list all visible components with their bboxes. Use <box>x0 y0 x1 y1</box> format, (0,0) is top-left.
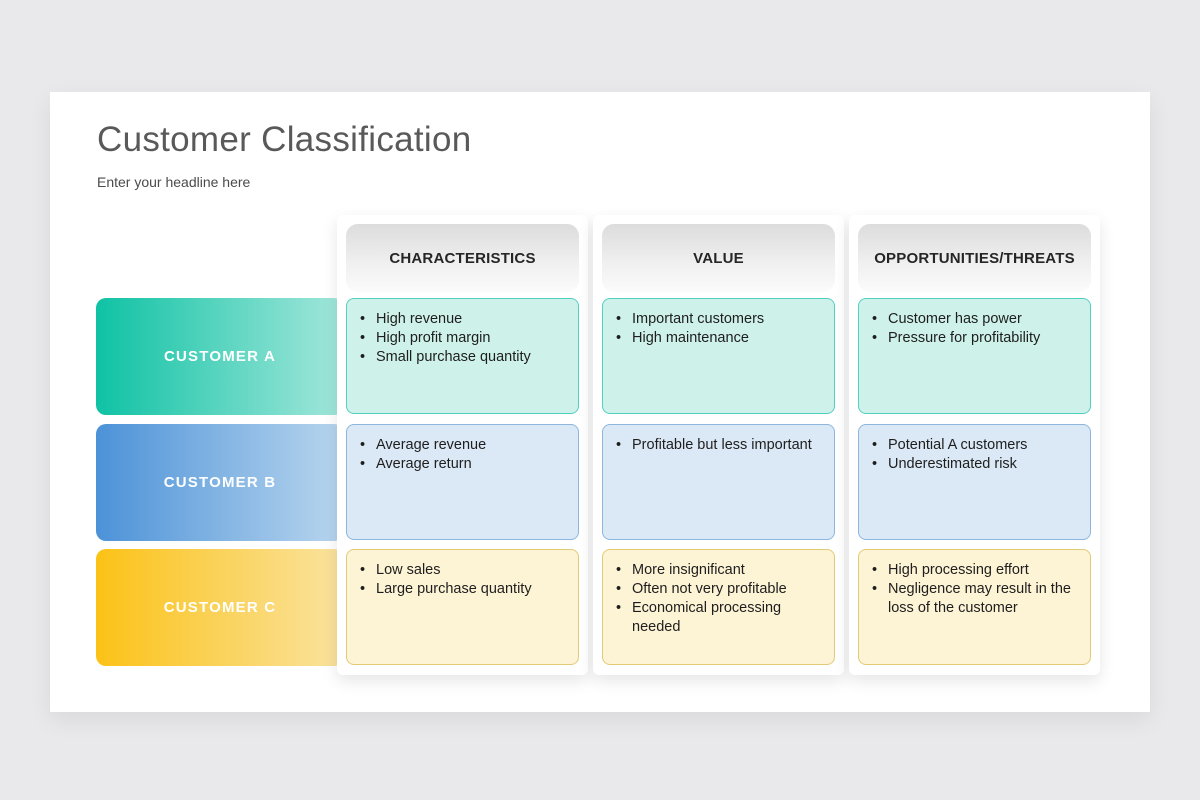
list-item: •Average return <box>360 456 472 472</box>
row-label: CUSTOMER C <box>163 599 277 616</box>
bullet-list: •Potential A customers •Underestimated r… <box>859 425 1090 474</box>
bullet-dot: • <box>360 330 366 346</box>
bullet-list: •Average revenue •Average return <box>347 425 578 474</box>
bullet-dot: • <box>616 581 622 597</box>
column-header-label: OPPORTUNITIES/THREATS <box>874 249 1075 267</box>
bullet-dot: • <box>616 330 622 346</box>
cell-customer-a-value: •Important customers •High maintenance <box>602 298 835 414</box>
list-item: •High profit margin <box>360 330 491 346</box>
list-item: •More insignificant <box>616 562 745 578</box>
row-label: CUSTOMER A <box>163 348 276 365</box>
bullet-dot: • <box>616 562 622 578</box>
bullet-list: •More insignificant •Often not very prof… <box>603 550 834 637</box>
page-title: Customer Classification <box>97 120 472 159</box>
row-label: CUSTOMER B <box>163 474 277 491</box>
list-item: •Negligence may result in the loss of th… <box>872 581 1071 616</box>
column-header: CHARACTERISTICS <box>346 224 579 292</box>
column-card-characteristics: CHARACTERISTICS •High revenue •High prof… <box>337 215 588 675</box>
bullet-list: •Low sales •Large purchase quantity <box>347 550 578 599</box>
column-header: OPPORTUNITIES/THREATS <box>858 224 1091 292</box>
cell-customer-b-characteristics: •Average revenue •Average return <box>346 424 579 540</box>
bullet-dot: • <box>360 581 366 597</box>
list-item: •Profitable but less important <box>616 437 812 453</box>
list-item: •Large purchase quantity <box>360 581 532 597</box>
row-bar-customer-b: CUSTOMER B <box>96 424 344 541</box>
bullet-dot: • <box>872 456 878 472</box>
list-item: •Economical processing needed <box>616 600 782 635</box>
cell-customer-c-opportunities: •High processing effort •Negligence may … <box>858 549 1091 665</box>
list-item: •High processing effort <box>872 562 1029 578</box>
bullet-list: •Profitable but less important <box>603 425 834 455</box>
column-header-label: VALUE <box>693 249 744 267</box>
row-bar-customer-c: CUSTOMER C <box>96 549 344 666</box>
column-header: VALUE <box>602 224 835 292</box>
bullet-list: •Customer has power •Pressure for profit… <box>859 299 1090 348</box>
bullet-list: •High revenue •High profit margin •Small… <box>347 299 578 367</box>
row-bar-customer-a: CUSTOMER A <box>96 298 344 415</box>
cell-customer-b-value: •Profitable but less important <box>602 424 835 540</box>
list-item: •Small purchase quantity <box>360 349 531 365</box>
cell-customer-a-opportunities: •Customer has power •Pressure for profit… <box>858 298 1091 414</box>
list-item: •High maintenance <box>616 330 749 346</box>
bullet-dot: • <box>616 437 622 453</box>
bullet-dot: • <box>360 311 366 327</box>
bullet-list: •High processing effort •Negligence may … <box>859 550 1090 618</box>
list-item: •Potential A customers <box>872 437 1028 453</box>
slide: Customer Classification Enter your headl… <box>50 92 1150 712</box>
bullet-dot: • <box>872 330 878 346</box>
page-subtitle: Enter your headline here <box>97 174 251 190</box>
list-item: •Low sales <box>360 562 441 578</box>
bullet-dot: • <box>872 437 878 453</box>
cell-customer-a-characteristics: •High revenue •High profit margin •Small… <box>346 298 579 414</box>
column-card-value: VALUE •Important customers •High mainten… <box>593 215 844 675</box>
bullet-dot: • <box>360 437 366 453</box>
list-item: •Customer has power <box>872 311 1022 327</box>
cell-customer-c-characteristics: •Low sales •Large purchase quantity <box>346 549 579 665</box>
list-item: •Important customers <box>616 311 765 327</box>
bullet-dot: • <box>872 581 878 597</box>
bullet-dot: • <box>360 349 366 365</box>
list-item: •Underestimated risk <box>872 456 1017 472</box>
list-item: •Pressure for profitability <box>872 330 1041 346</box>
bullet-dot: • <box>616 600 622 616</box>
bullet-dot: • <box>616 311 622 327</box>
bullet-dot: • <box>872 311 878 327</box>
cell-customer-c-value: •More insignificant •Often not very prof… <box>602 549 835 665</box>
bullet-list: •Important customers •High maintenance <box>603 299 834 348</box>
cell-customer-b-opportunities: •Potential A customers •Underestimated r… <box>858 424 1091 540</box>
bullet-dot: • <box>872 562 878 578</box>
bullet-dot: • <box>360 456 366 472</box>
column-card-opportunities-threats: OPPORTUNITIES/THREATS •Customer has powe… <box>849 215 1100 675</box>
list-item: •High revenue <box>360 311 463 327</box>
list-item: •Often not very profitable <box>616 581 787 597</box>
column-header-label: CHARACTERISTICS <box>389 249 536 267</box>
bullet-dot: • <box>360 562 366 578</box>
list-item: •Average revenue <box>360 437 487 453</box>
